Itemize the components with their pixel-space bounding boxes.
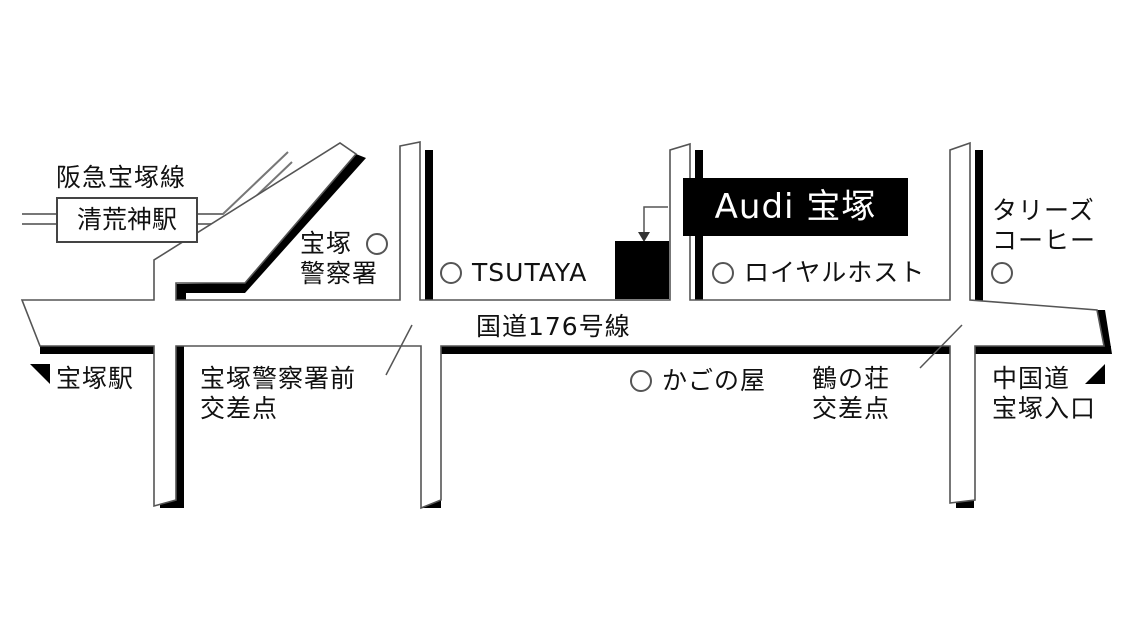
royal-host-label: ロイヤルホスト bbox=[744, 258, 926, 287]
leader-lines bbox=[385, 206, 963, 376]
direction-right-line-2: 宝塚入口 bbox=[992, 394, 1097, 423]
store-label: Audi 宝塚 bbox=[683, 178, 908, 236]
intersection-police-line-2: 交差点 bbox=[200, 394, 279, 423]
tullys-line-1: タリーズ bbox=[992, 196, 1095, 225]
direction-left-label: 宝塚駅 bbox=[56, 364, 135, 393]
intersection-tsurunoso-label: 鶴の荘 交差点 bbox=[812, 364, 890, 424]
road-label: 国道176号線 bbox=[476, 312, 631, 341]
station-label: 清荒神駅 bbox=[56, 197, 198, 243]
landmark-circle-icon bbox=[630, 370, 652, 392]
police-label: 宝塚 警察署 bbox=[300, 229, 378, 289]
kagonoya-label: かごの屋 bbox=[662, 366, 767, 395]
intersection-tsurunoso-line-1: 鶴の荘 bbox=[812, 364, 891, 393]
tullys-label: タリーズ コーヒー bbox=[992, 196, 1096, 256]
police-line-2: 警察署 bbox=[300, 259, 379, 288]
intersection-police-label: 宝塚警察署前 交差点 bbox=[200, 364, 356, 424]
leader-arrow-icon bbox=[638, 232, 650, 242]
tsutaya-label: TSUTAYA bbox=[472, 258, 588, 287]
store-marker-icon bbox=[615, 241, 669, 299]
intersection-tsurunoso-line-2: 交差点 bbox=[812, 394, 891, 423]
railway-line-label: 阪急宝塚線 bbox=[56, 163, 187, 192]
direction-right-line-1: 中国道 bbox=[992, 364, 1071, 393]
landmark-circle-icon bbox=[440, 262, 462, 284]
direction-right-label: 中国道 宝塚入口 bbox=[992, 364, 1096, 424]
police-line-1: 宝塚 bbox=[300, 229, 353, 258]
direction-arrow-icon bbox=[30, 364, 50, 384]
tullys-line-2: コーヒー bbox=[992, 226, 1097, 255]
intersection-police-line-1: 宝塚警察署前 bbox=[200, 364, 357, 393]
direction-arrow-icon bbox=[1085, 364, 1105, 384]
road-network bbox=[20, 141, 1105, 510]
landmark-circle-icon bbox=[712, 262, 734, 284]
landmark-circle-icon bbox=[366, 233, 388, 255]
landmark-circle-icon bbox=[991, 262, 1013, 284]
